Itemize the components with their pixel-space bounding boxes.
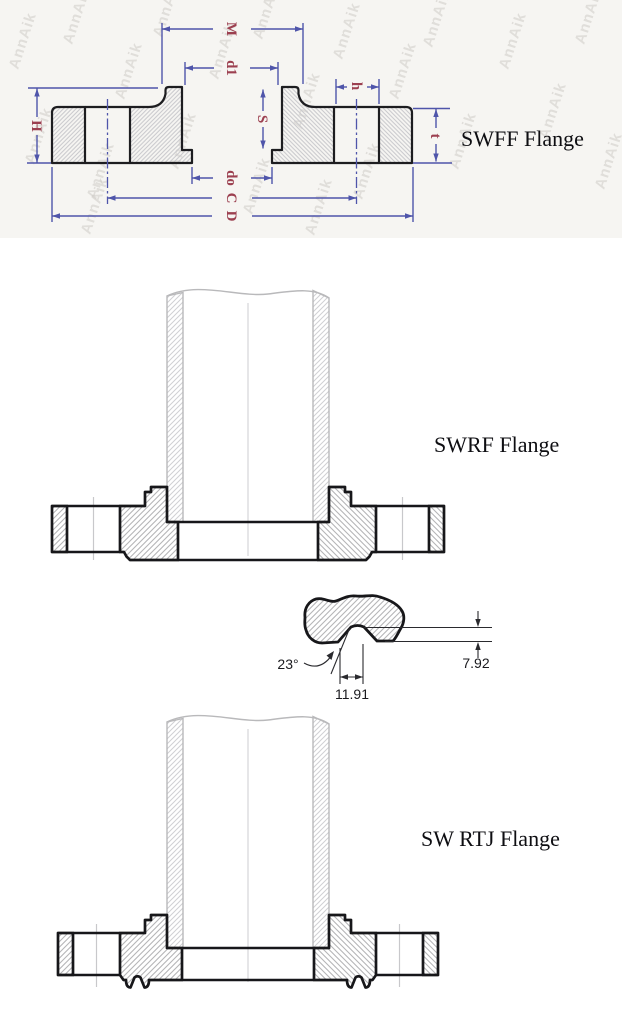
rtj-groove-detail: 7.92 23° 11.91 (277, 594, 492, 702)
detail-dim-depth: 7.92 (462, 655, 489, 671)
groove-section-blob (303, 594, 406, 645)
svg-text:AnnAik: AnnAik (420, 0, 454, 49)
swff-title: SWFF Flange (461, 126, 584, 151)
pipe (166, 714, 330, 983)
swrf-title: SWRF Flange (434, 432, 560, 457)
dim-label-do: do (223, 170, 239, 186)
svg-text:AnnAik: AnnAik (572, 0, 606, 46)
swrf-drawing (50, 288, 446, 562)
dim-label-h: h (348, 82, 364, 91)
dim-label-C: C (223, 193, 239, 204)
swff-dimensions: M d1 h (27, 22, 452, 222)
svg-text:AnnAik: AnnAik (60, 0, 94, 46)
svg-text:AnnAik: AnnAik (78, 175, 112, 236)
swrtj-drawing (56, 714, 440, 989)
dim-label-d1: d1 (223, 60, 239, 76)
dim-label-m: M (223, 22, 239, 36)
detail-dim-angle: 23° (277, 656, 298, 672)
swrtj-title: SW RTJ Flange (421, 826, 560, 851)
svg-text:AnnAik: AnnAik (150, 0, 184, 39)
svg-text:AnnAik: AnnAik (112, 40, 146, 101)
pipe (166, 288, 330, 557)
svg-text:AnnAik: AnnAik (302, 176, 336, 237)
svg-text:AnnAik: AnnAik (386, 40, 420, 101)
svg-text:AnnAik: AnnAik (6, 10, 40, 71)
svg-text:AnnAik: AnnAik (240, 155, 274, 216)
svg-text:AnnAik: AnnAik (592, 130, 622, 191)
svg-text:AnnAik: AnnAik (496, 10, 530, 71)
dim-label-S: S (254, 115, 270, 123)
swff-drawing: M d1 h (27, 22, 452, 222)
svg-text:AnnAik: AnnAik (250, 0, 284, 41)
dim-label-H: H (28, 120, 44, 132)
dim-label-D: D (223, 211, 239, 222)
detail-dim-width: 11.91 (335, 686, 369, 702)
svg-text:AnnAik: AnnAik (330, 0, 364, 61)
dim-label-t: t (427, 134, 443, 139)
